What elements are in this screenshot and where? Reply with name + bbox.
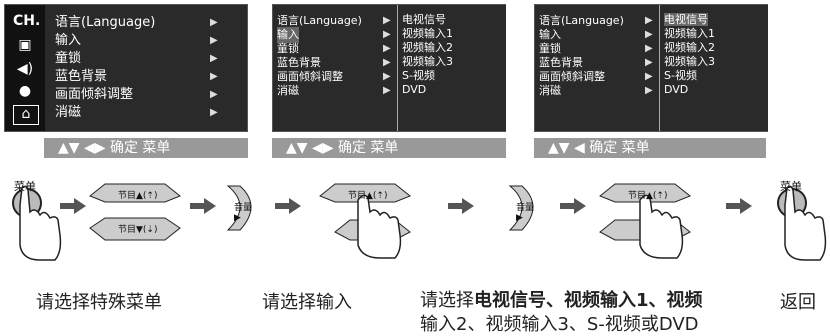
menu-item-childlock[interactable]: 童锁 — [55, 51, 82, 66]
caption-step3: 请选择电视信号、视频输入1、视频 — [420, 286, 703, 312]
hand-press-prog-icon — [319, 183, 411, 259]
menu-item-bluebg[interactable]: 蓝色背景 — [277, 56, 321, 69]
menu-item-input[interactable]: 输入 — [277, 27, 299, 43]
prog-down-label: 节目▼(⇣) — [118, 225, 158, 235]
arrow-right-icon: ▶ — [210, 107, 218, 118]
arrow-right-icon: ▶ — [210, 17, 218, 28]
menu-item-bluebg[interactable]: 蓝色背景 — [539, 56, 583, 69]
menu-item-tilt[interactable]: 画面倾斜调整 — [55, 87, 134, 102]
submenu-item-tv[interactable]: 电视信号 — [402, 13, 446, 26]
submenu-item-dvd[interactable]: DVD — [664, 83, 689, 96]
menu-item-language[interactable]: 语言(Language) — [277, 14, 362, 27]
prog-up-label: 节目▲(⇡) — [118, 191, 158, 201]
caption-step2: 请选择输入 — [262, 292, 352, 313]
submenu-item-video3[interactable]: 视频输入3 — [664, 55, 715, 68]
caption-step4: 返回 — [780, 292, 816, 313]
arrow-right-icon: ▶ — [645, 85, 653, 96]
input-submenu: 电视信号 视频输入1 视频输入2 视频输入3 S-视频 DVD — [397, 5, 506, 131]
ch-icon: CH. — [13, 13, 41, 29]
submenu-item-video3[interactable]: 视频输入3 — [402, 55, 453, 68]
arrow-right-icon: ▶ — [383, 15, 391, 26]
arrow-right-icon: ▶ — [383, 85, 391, 96]
prog-up-label: 节目▲(⇡) — [628, 191, 668, 201]
menu-item-language[interactable]: 语言(Language) — [55, 15, 156, 30]
osd-hint-bar: ▲▼ ◀▶ 确定 菜单 — [272, 138, 506, 158]
submenu-item-svideo[interactable]: S-视频 — [402, 69, 435, 82]
caption-step1: 请选择特殊菜单 — [36, 292, 162, 313]
menu-item-degauss[interactable]: 消磁 — [277, 84, 299, 97]
caption-step3-options: 电视信号、视频输入1、视频 — [474, 290, 703, 311]
step-diagram — [12, 183, 827, 261]
menu-item-childlock[interactable]: 童锁 — [539, 42, 561, 55]
submenu-item-video1[interactable]: 视频输入1 — [402, 27, 453, 40]
arrow-right-icon: ▶ — [383, 43, 391, 54]
vol-label: 音量▶ — [516, 203, 535, 223]
vol-right-button-icon — [226, 185, 252, 231]
speaker-icon: ◀) — [16, 61, 34, 77]
menu-item-input[interactable]: 输入 — [539, 28, 561, 41]
vol-label: 音量▶ — [234, 203, 253, 223]
submenu-item-svideo[interactable]: S-视频 — [664, 69, 697, 82]
arrow-right-icon: ▶ — [645, 15, 653, 26]
arrow-right-icon: ▶ — [645, 71, 653, 82]
menu-item-degauss[interactable]: 消磁 — [539, 84, 561, 97]
prog-down-button-icon — [89, 217, 181, 241]
arrow-right-icon: ▶ — [210, 53, 218, 64]
submenu-item-tv[interactable]: 电视信号 — [664, 13, 708, 26]
menu-item-tilt[interactable]: 画面倾斜调整 — [277, 70, 343, 83]
clock-icon: ● — [18, 83, 32, 99]
arrow-right-icon: ▶ — [383, 71, 391, 82]
flow-arrow-icon — [726, 198, 752, 214]
menu-item-input[interactable]: 输入 — [55, 33, 82, 48]
hand-press-prog-icon — [599, 183, 691, 259]
flow-arrow-icon — [560, 198, 586, 214]
arrow-right-icon: ▶ — [645, 57, 653, 68]
osd-input-selected-menu: 语言(Language) 输入 童锁 蓝色背景 画面倾斜调整 消磁 ▶ ▶ ▶ … — [534, 4, 768, 132]
arrow-right-icon: ▶ — [210, 89, 218, 100]
flow-arrow-icon — [60, 198, 86, 214]
arrow-right-icon: ▶ — [210, 35, 218, 46]
hand-press-menu-icon — [777, 185, 827, 261]
menu-item-language[interactable]: 语言(Language) — [539, 14, 624, 27]
osd-main-menu: CH. ▣ ◀) ● ⌂ 语言(Language) 输入 童锁 蓝色背景 画面倾… — [4, 4, 248, 132]
arrow-right-icon: ▶ — [645, 29, 653, 40]
tools-icon[interactable]: ⌂ — [13, 105, 39, 125]
menu-item-childlock[interactable]: 童锁 — [277, 42, 299, 55]
submenu-item-video2[interactable]: 视频输入2 — [664, 41, 715, 54]
vol-right-button-icon — [508, 185, 534, 231]
arrow-right-icon: ▶ — [210, 71, 218, 82]
arrow-right-icon: ▶ — [383, 57, 391, 68]
menu-button-label: 菜单 — [14, 180, 36, 193]
osd-input-menu: 语言(Language) 输入 童锁 蓝色背景 画面倾斜调整 消磁 ▶ ▶ ▶ … — [272, 4, 506, 132]
flow-arrow-icon — [275, 198, 301, 214]
tv-icon: ▣ — [18, 37, 32, 53]
arrow-right-icon: ▶ — [383, 29, 391, 40]
arrow-right-icon: ▶ — [645, 43, 653, 54]
flow-arrow-icon — [448, 198, 474, 214]
input-submenu: 电视信号 视频输入1 视频输入2 视频输入3 S-视频 DVD — [659, 5, 768, 131]
osd-hint-bar: ▲▼ ◀▶ 确定 菜单 — [44, 138, 248, 158]
hand-press-menu-icon — [12, 185, 62, 261]
prog-up-button-icon — [89, 183, 181, 203]
caption-step3-prefix: 请选择 — [420, 290, 474, 311]
osd-icon-column: CH. ▣ ◀) ● ⌂ — [5, 5, 45, 131]
prog-up-label: 节目▲(⇡) — [348, 191, 388, 201]
submenu-item-video2[interactable]: 视频输入2 — [402, 41, 453, 54]
submenu-item-dvd[interactable]: DVD — [402, 83, 427, 96]
caption-step3-line2: 输入2、视频输入3、S-视频或DVD — [420, 314, 699, 335]
osd-hint-bar: ▲▼ ◀ 确定 菜单 — [534, 138, 766, 158]
menu-item-bluebg[interactable]: 蓝色背景 — [55, 69, 108, 84]
submenu-item-video1[interactable]: 视频输入1 — [664, 27, 715, 40]
menu-item-degauss[interactable]: 消磁 — [55, 105, 82, 120]
menu-item-tilt[interactable]: 画面倾斜调整 — [539, 70, 605, 83]
menu-button-label: 菜单 — [780, 180, 802, 193]
flow-arrow-icon — [190, 198, 216, 214]
